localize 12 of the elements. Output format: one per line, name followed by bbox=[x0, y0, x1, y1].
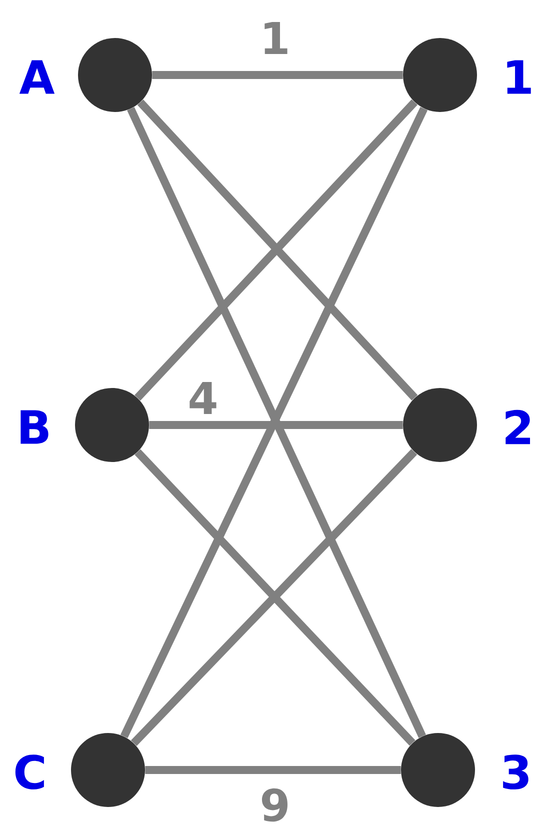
node-label: C bbox=[15, 754, 44, 790]
edge-label: 1 bbox=[264, 22, 288, 54]
edge-line bbox=[149, 421, 403, 429]
node-label: 2 bbox=[506, 410, 530, 444]
edge-label: 9 bbox=[262, 788, 288, 822]
node-label: B bbox=[20, 410, 48, 444]
edge-label: 4 bbox=[190, 382, 216, 414]
node-label: 1 bbox=[507, 60, 531, 94]
edge-line bbox=[152, 71, 403, 79]
edge-line bbox=[145, 766, 401, 774]
node-label: 3 bbox=[503, 754, 528, 790]
node-label: A bbox=[19, 60, 55, 94]
